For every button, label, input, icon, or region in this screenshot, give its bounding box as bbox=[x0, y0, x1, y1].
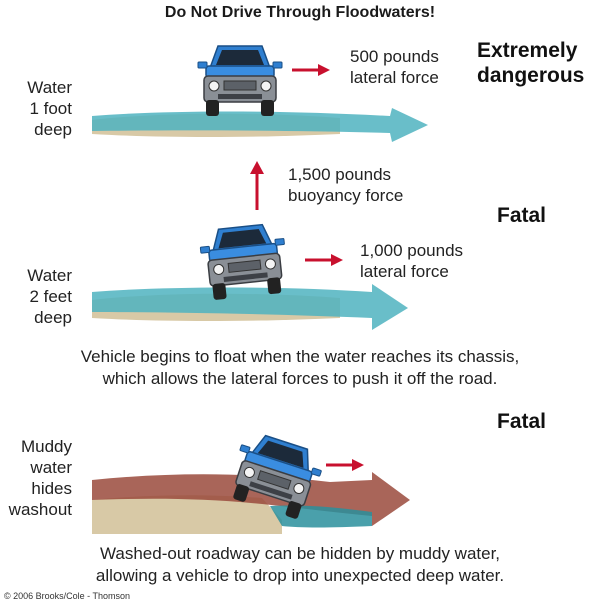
water-flow-1 bbox=[92, 108, 428, 142]
lateral-force-arrow-2 bbox=[303, 252, 345, 268]
lateral-force-label-2: 1,000 pounds lateral force bbox=[360, 241, 464, 281]
depth-label-1: Water 1 foot deep bbox=[27, 78, 72, 139]
severity-label-2: Fatal bbox=[497, 204, 547, 227]
water-flow-2 bbox=[92, 284, 408, 330]
copyright-notice: © 2006 Brooks/Cole - Thomson bbox=[4, 591, 131, 601]
muddy-water-flow bbox=[92, 472, 410, 526]
lateral-force-arrow-1 bbox=[290, 62, 332, 78]
severity-label-3: Fatal bbox=[497, 410, 547, 433]
caption-2: Vehicle begins to float when the water r… bbox=[80, 347, 520, 388]
caption-3: Washed-out roadway can be hidden by mudd… bbox=[95, 544, 505, 585]
road-surface-3 bbox=[92, 495, 282, 534]
lateral-force-arrow-3 bbox=[324, 457, 366, 473]
truck-icon-1 bbox=[197, 45, 283, 117]
severity-label-1: Extremely dangerous bbox=[477, 39, 585, 87]
lateral-force-label-1: 500 pounds lateral force bbox=[350, 47, 439, 87]
diagram-title: Do Not Drive Through Floodwaters! bbox=[164, 4, 436, 21]
depth-label-3: Muddy water hides washout bbox=[8, 437, 72, 519]
buoyancy-arrow bbox=[250, 161, 264, 210]
depth-label-2: Water 2 feet deep bbox=[27, 266, 72, 327]
buoyancy-force-label: 1,500 pounds buoyancy force bbox=[288, 165, 404, 205]
